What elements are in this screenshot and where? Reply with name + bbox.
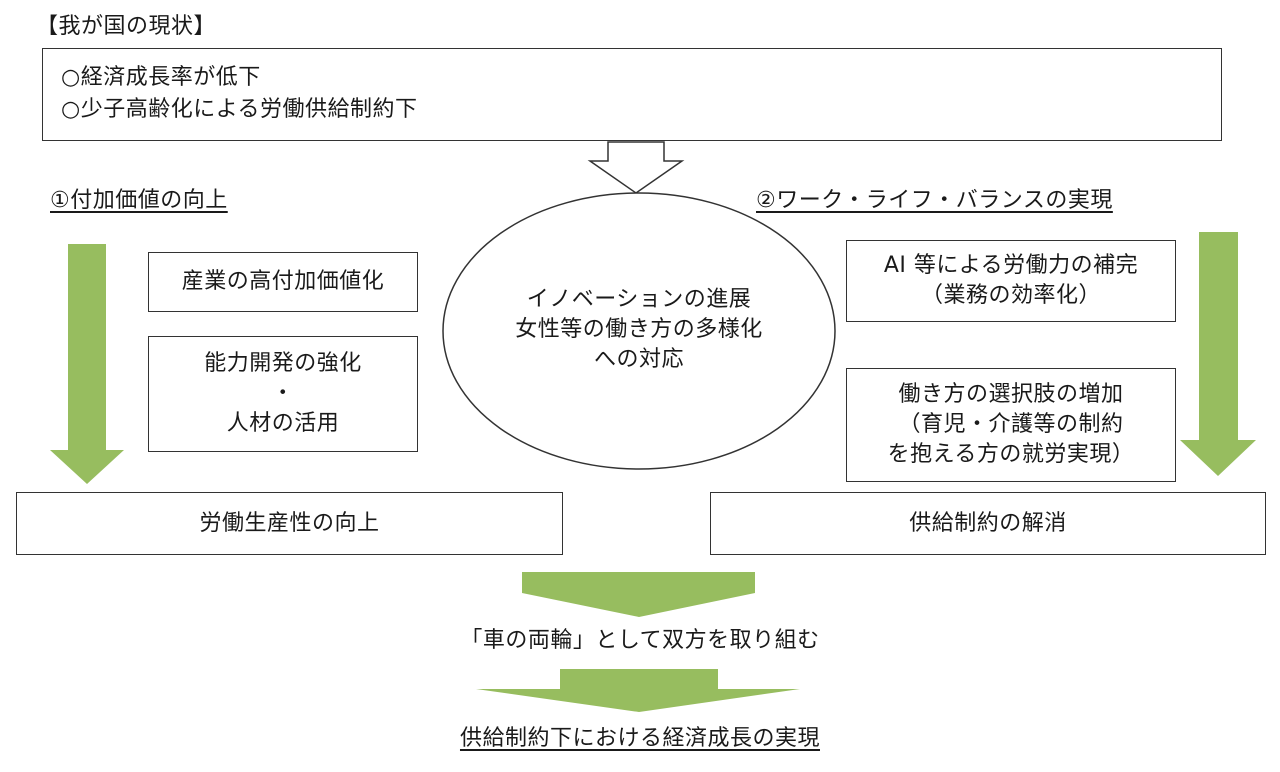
left-box-skills-line-3: 人材の活用 — [226, 411, 340, 436]
right-box-workstyle: 働き方の選択肢の増加 （育児・介護等の制約 を抱える方の就労実現） — [846, 368, 1176, 482]
situation-line-2: ○少子高齢化による労働供給制約下 — [61, 97, 418, 122]
right-green-down-arrow — [1180, 232, 1256, 476]
center-ellipse — [442, 192, 836, 470]
final-goal-label: 供給制約下における経済成長の実現 — [459, 726, 820, 751]
left-box-skills-line-2: ・ — [271, 381, 295, 406]
right-box-ai: AI 等による労働力の補完 （業務の効率化） — [846, 240, 1176, 322]
both-wheels-label: 「車の両輪」として双方を取り組む — [460, 628, 820, 653]
merge-chevron-arrow — [522, 572, 755, 617]
right-heading: ②ワーク・ライフ・バランスの実現 — [756, 188, 1113, 213]
left-box-skills: 能力開発の強化 ・ 人材の活用 — [148, 336, 418, 452]
right-box-ai-line-2: （業務の効率化） — [920, 283, 1101, 308]
left-green-down-arrow — [50, 244, 124, 484]
right-box-ai-line-1: AI 等による労働力の補完 — [883, 253, 1139, 278]
left-box-skills-line-1: 能力開発の強化 — [204, 351, 362, 376]
final-goal-text: 供給制約下における経済成長の実現 — [340, 722, 940, 756]
right-box-workstyle-line-1: 働き方の選択肢の増加 — [898, 382, 1124, 407]
left-result-box: 労働生産性の向上 — [16, 492, 563, 555]
bottom-trapezoid-arrow — [476, 669, 800, 712]
center-ellipse-text: イノベーションの進展 女性等の働き方の多様化 への対応 — [450, 282, 828, 378]
left-box-industry-label: 産業の高付加価値化 — [181, 269, 385, 294]
center-line-3: への対応 — [593, 347, 684, 372]
right-box-workstyle-line-2: （育児・介護等の制約 — [898, 412, 1124, 437]
right-result-box: 供給制約の解消 — [710, 492, 1266, 555]
left-box-industry: 産業の高付加価値化 — [148, 252, 418, 312]
hollow-down-arrow — [587, 141, 685, 194]
both-wheels-text: 「車の両輪」として双方を取り組む — [340, 624, 940, 658]
situation-line-1: ○経済成長率が低下 — [61, 65, 261, 90]
left-result-label: 労働生産性の向上 — [199, 510, 380, 536]
center-line-1: イノベーションの進展 — [526, 287, 752, 312]
situation-box: ○経済成長率が低下 ○少子高齢化による労働供給制約下 — [42, 48, 1222, 141]
right-box-workstyle-line-3: を抱える方の就労実現） — [887, 442, 1135, 467]
page-title: 【我が国の現状】 — [36, 14, 217, 39]
center-line-2: 女性等の働き方の多様化 — [515, 317, 763, 342]
left-heading: ①付加価値の向上 — [50, 188, 228, 213]
right-result-label: 供給制約の解消 — [909, 510, 1067, 536]
